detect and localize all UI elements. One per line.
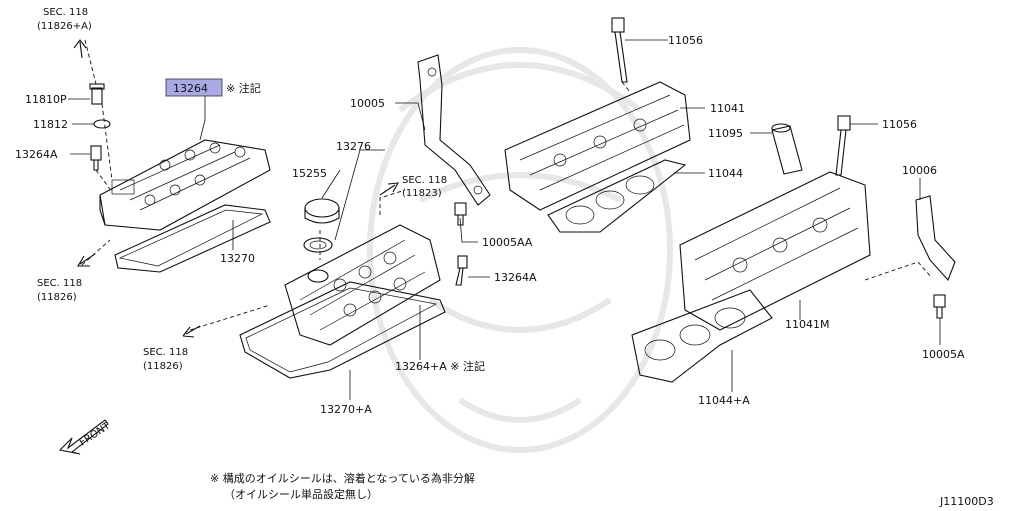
label-13276[interactable]: 13276: [336, 140, 371, 153]
label-11041[interactable]: 11041: [710, 102, 745, 115]
label-11044pa[interactable]: 11044+A: [698, 394, 750, 407]
bolt-10005a[interactable]: [933, 294, 946, 319]
head-bolt-11056-top[interactable]: [611, 17, 628, 83]
label-11041m[interactable]: 11041M: [785, 318, 829, 331]
label-sec-low-2: (11826): [143, 361, 183, 372]
arrow-sec-left: [77, 253, 96, 267]
diagram-code: J11100D3: [939, 495, 994, 508]
label-11056-top[interactable]: 11056: [668, 34, 703, 47]
label-11812[interactable]: 11812: [33, 118, 68, 131]
cylinder-head-11041m[interactable]: [679, 171, 871, 331]
label-13264[interactable]: 13264: [173, 82, 208, 95]
dashed-lead-center: [189, 189, 406, 331]
label-13264pa[interactable]: 13264+A ※ 注記: [395, 359, 485, 373]
label-10005a[interactable]: 10005A: [922, 348, 965, 361]
cylinder-head-11041[interactable]: [504, 81, 691, 211]
watermark-emblem: [367, 47, 673, 453]
label-11056-right[interactable]: 11056: [882, 118, 917, 131]
bolt-13264a-mid[interactable]: [455, 255, 468, 286]
arrow-sec-low: [182, 325, 201, 338]
arrow-sec-mid: [379, 182, 399, 196]
label-sec-left-1[interactable]: SEC. 118: [37, 278, 82, 289]
label-13270[interactable]: 13270: [220, 252, 255, 265]
label-sec-mid-2: (11823): [402, 188, 442, 199]
label-11095[interactable]: 11095: [708, 127, 743, 140]
engine-bracket-10006[interactable]: [864, 195, 956, 282]
dashed-lead-left: [84, 39, 113, 193]
head-gasket-11044[interactable]: [547, 159, 687, 233]
pcv-valve[interactable]: [89, 83, 105, 105]
rocker-cover-gasket-left[interactable]: [114, 204, 271, 273]
label-sec-left-2: (11826): [37, 292, 77, 303]
label-15255[interactable]: 15255: [292, 167, 327, 180]
rocker-cover-right[interactable]: [284, 224, 441, 346]
label-10006[interactable]: 10006: [902, 164, 937, 177]
head-bolt-11056-right[interactable]: [835, 115, 851, 176]
label-sec-mid-1[interactable]: SEC. 118: [402, 175, 447, 186]
o-ring-11812[interactable]: [93, 119, 111, 129]
note-line-2: （オイルシール単品設定無し）: [224, 487, 378, 501]
rocker-cover-gasket-right[interactable]: [239, 281, 446, 379]
oil-filler-cap[interactable]: [304, 198, 340, 224]
note-line-1: ※ 構成のオイルシールは、溶着となっている為非分解: [210, 471, 475, 485]
label-sec-low-1[interactable]: SEC. 118: [143, 347, 188, 358]
label-10005aa[interactable]: 10005AA: [482, 236, 533, 249]
rocker-cover-left[interactable]: [99, 139, 271, 231]
label-10005[interactable]: 10005: [350, 97, 385, 110]
label-11044[interactable]: 11044: [708, 167, 743, 180]
label-13264a-mid[interactable]: 13264A: [494, 271, 537, 284]
label-11810p[interactable]: 11810P: [25, 93, 67, 106]
arrow-sec-top: [73, 39, 87, 59]
highlight-13264: [165, 78, 223, 97]
label-sec-top-1[interactable]: SEC. 118: [43, 7, 88, 18]
label-13264-note: ※ 注記: [226, 81, 261, 95]
label-sec-top-2: (11826+A): [37, 21, 92, 32]
label-13270pa[interactable]: 13270+A: [320, 403, 372, 416]
front-arrow-icon: [58, 419, 109, 455]
camshaft-plug-11095[interactable]: [771, 123, 803, 175]
label-13264a-left[interactable]: 13264A: [15, 148, 58, 161]
head-gasket-11044a[interactable]: [631, 289, 773, 383]
oil-filler-seal[interactable]: [303, 237, 333, 253]
front-label: FRONT: [78, 420, 113, 448]
bolt-13264a-left[interactable]: [90, 145, 102, 171]
leader-lines: [68, 39, 941, 400]
